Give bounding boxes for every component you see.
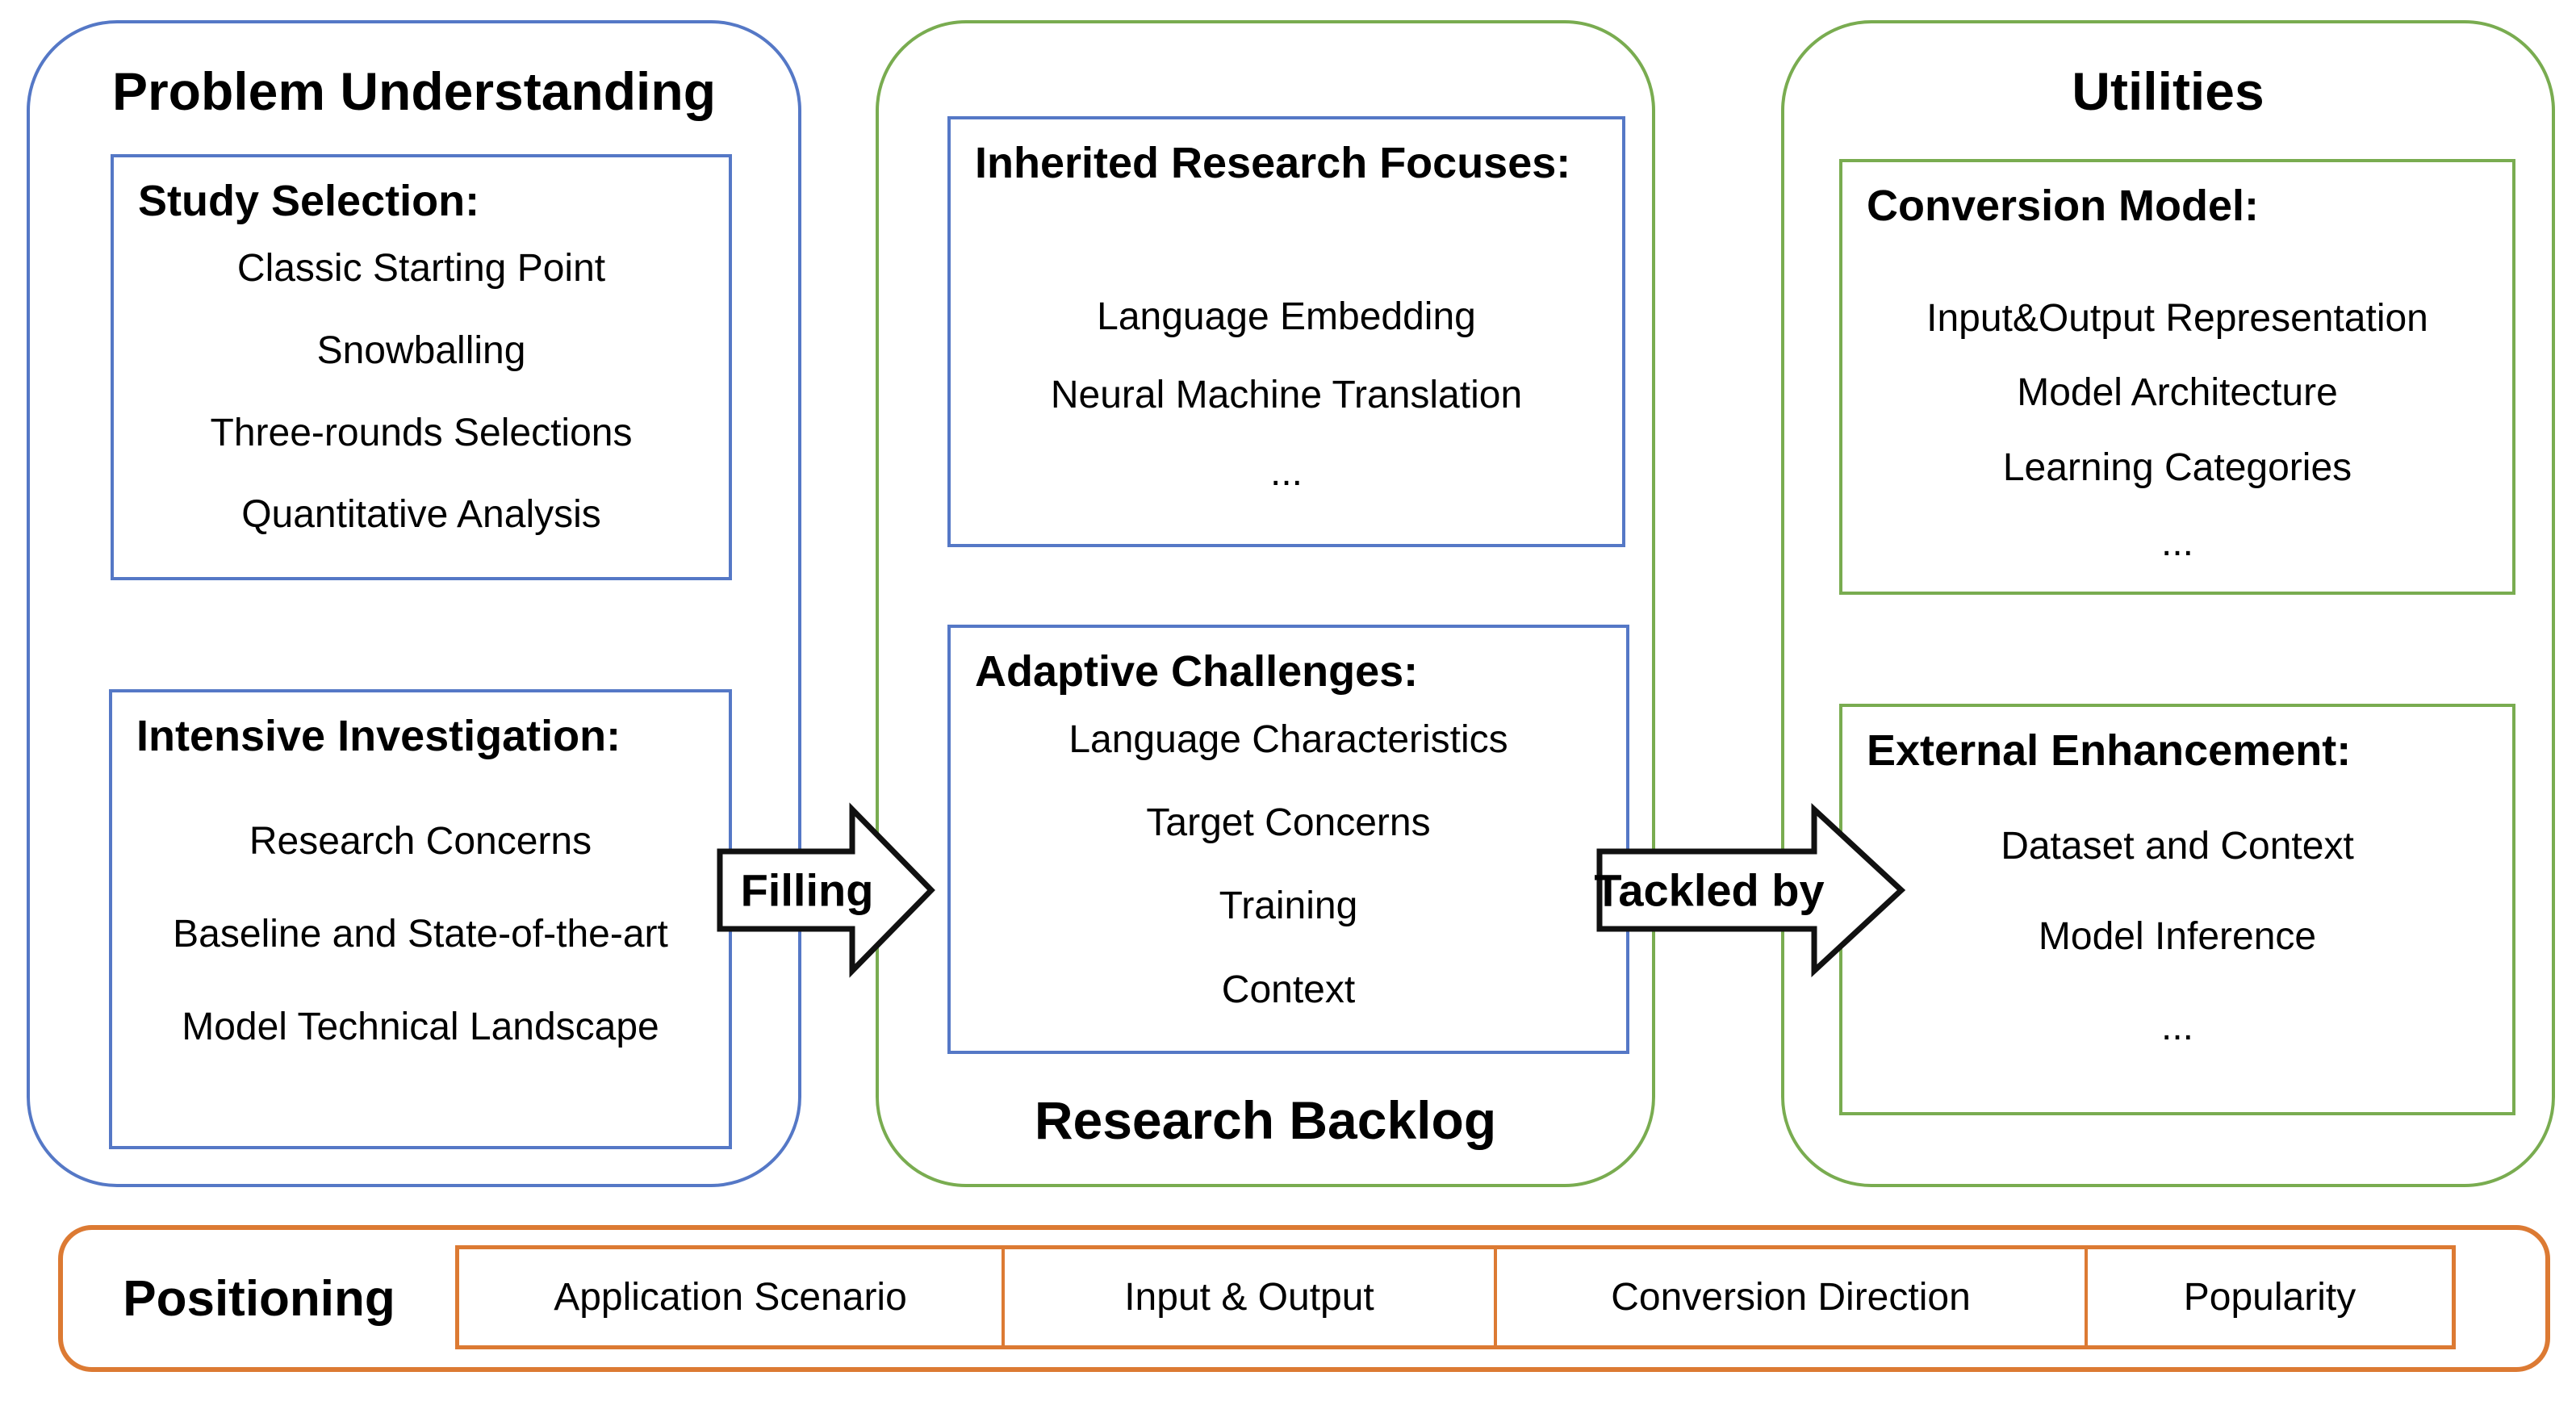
box-heading-external-enhancement: External Enhancement:: [1867, 726, 2352, 775]
list-item: Language Characteristics: [1068, 717, 1508, 761]
list-item: Model Technical Landscape: [182, 1005, 659, 1048]
list-item: Training: [1219, 885, 1358, 928]
positioning-cell-input-output: Input & Output: [1002, 1249, 1494, 1345]
list-item: Target Concerns: [1146, 801, 1431, 845]
list-item: Baseline and State-of-the-art: [173, 912, 668, 956]
box-heading-inherited-research-focuses: Inherited Research Focuses:: [975, 139, 1571, 187]
box-heading-intensive-investigation: Intensive Investigation:: [136, 712, 621, 760]
list-item: Model Inference: [2038, 914, 2317, 958]
list-item: Three-rounds Selections: [210, 411, 633, 454]
panel-title-utilities: Utilities: [2072, 61, 2264, 121]
list-item: Context: [1221, 968, 1356, 1011]
list-item: ...: [2160, 521, 2193, 564]
positioning-cell-application-scenario: Application Scenario: [554, 1276, 907, 1319]
list-item: Snowballing: [316, 328, 526, 372]
box-study-selection: Study Selection: Classic Starting Point …: [111, 154, 732, 580]
box-items-adaptive-challenges: Language Characteristics Target Concerns…: [951, 698, 1626, 1051]
box-items-inherited-research-focuses: Language Embedding Neural Machine Transl…: [951, 190, 1622, 544]
positioning-cell-conversion-direction: Conversion Direction: [1494, 1249, 2085, 1345]
panel-utilities: Utilities Conversion Model: Input&Output…: [1781, 20, 2555, 1187]
list-item: Dataset and Context: [2001, 825, 2354, 868]
list-item: Input&Output Representation: [1926, 296, 2428, 340]
list-item: Quantitative Analysis: [241, 493, 601, 537]
box-conversion-model: Conversion Model: Input&Output Represent…: [1839, 159, 2515, 595]
list-item: Neural Machine Translation: [1050, 373, 1523, 416]
box-heading-conversion-model: Conversion Model:: [1867, 182, 2260, 230]
tackled-by-arrow: Tackled by: [1594, 802, 1906, 978]
list-item: Learning Categories: [2002, 446, 2352, 490]
panel-title-problem-understanding: Problem Understanding: [111, 61, 717, 121]
box-items-conversion-model: Input&Output Representation Model Archit…: [1842, 232, 2512, 592]
list-item: Research Concerns: [249, 819, 592, 863]
filling-arrow-shape: [717, 802, 935, 978]
box-adaptive-challenges: Adaptive Challenges: Language Characteri…: [947, 625, 1629, 1054]
positioning-cell-popularity: Popularity: [2085, 1249, 2452, 1345]
tackled-by-arrow-shape: [1596, 802, 1906, 978]
list-item: ...: [1269, 451, 1303, 495]
box-items-external-enhancement: Dataset and Context Model Inference ...: [1842, 777, 2512, 1112]
box-heading-adaptive-challenges: Adaptive Challenges:: [975, 647, 1419, 696]
box-items-intensive-investigation: Research Concerns Baseline and State-of-…: [112, 763, 729, 1146]
positioning-bar: Positioning Application Scenario Input &…: [58, 1225, 2550, 1372]
box-external-enhancement: External Enhancement: Dataset and Contex…: [1839, 704, 2515, 1115]
list-item: ...: [2160, 1005, 2193, 1048]
list-item: Language Embedding: [1097, 295, 1476, 339]
positioning-table: Application Scenario Input & Output Conv…: [455, 1245, 2456, 1349]
list-item: Classic Starting Point: [236, 247, 606, 291]
filling-arrow-label: Filling: [741, 865, 874, 916]
filling-arrow: Filling: [717, 802, 935, 978]
panel-problem-understanding: Problem Understanding Study Selection: C…: [27, 20, 801, 1187]
list-item: Model Architecture: [2017, 371, 2338, 415]
box-heading-study-selection: Study Selection:: [138, 177, 480, 225]
box-items-study-selection: Classic Starting Point Snowballing Three…: [114, 228, 729, 577]
tackled-by-arrow-label: Tackled by: [1594, 865, 1824, 916]
panel-research-backlog: Inherited Research Focuses: Language Emb…: [876, 20, 1655, 1187]
box-inherited-research-focuses: Inherited Research Focuses: Language Emb…: [947, 116, 1625, 547]
panel-title-research-backlog: Research Backlog: [1034, 1090, 1497, 1151]
positioning-title: Positioning: [123, 1270, 395, 1327]
box-intensive-investigation: Intensive Investigation: Research Concer…: [109, 689, 732, 1149]
